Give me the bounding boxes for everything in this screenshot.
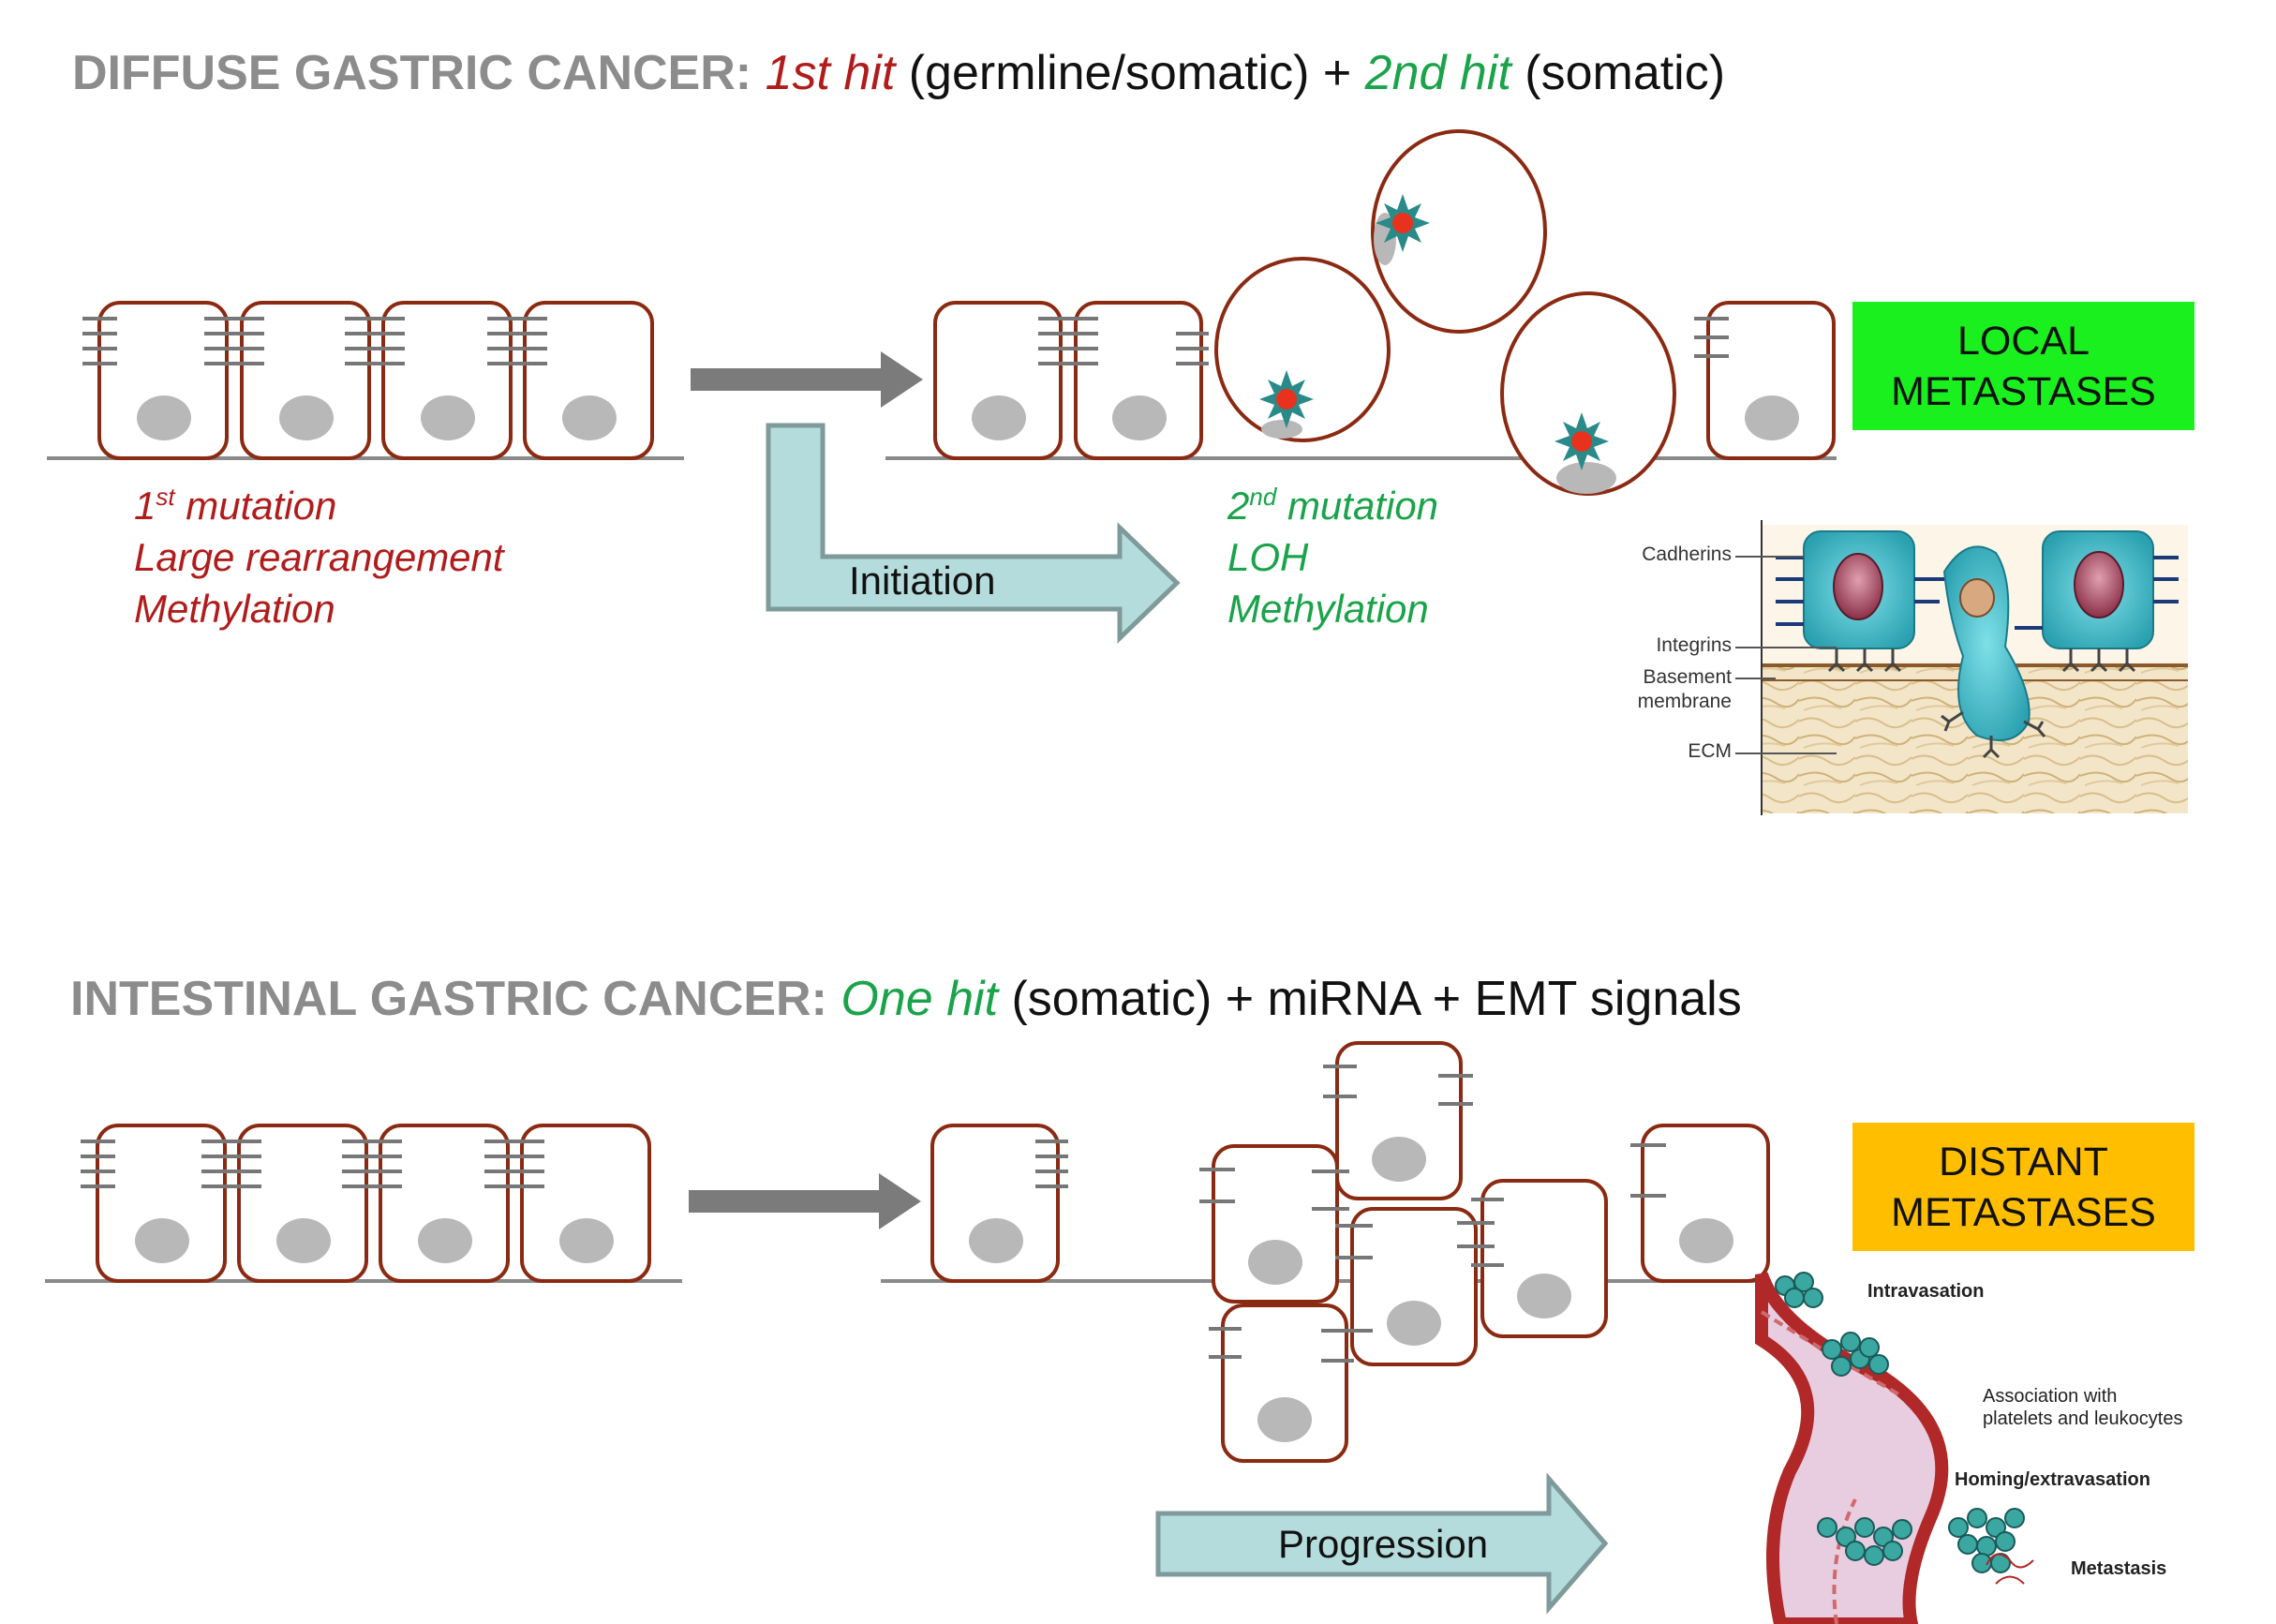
- label-association: Association with platelets and leukocyte…: [1983, 1385, 2182, 1430]
- detached-cell: [1371, 129, 1547, 334]
- second-mutation-num: 2: [1227, 484, 1250, 528]
- second-mutation-line2: LOH: [1227, 535, 1309, 579]
- second-mutation-line1: 2nd mutation: [1227, 471, 1438, 531]
- detached-cell: [1214, 257, 1391, 442]
- initiation-label: Initiation: [849, 559, 996, 603]
- first-mutation-line3: Methylation: [134, 587, 335, 631]
- normal-cell: [1641, 1124, 1770, 1283]
- local-metastases-badge: LOCAL METASTASES: [1852, 302, 2194, 430]
- cell-junctions: [82, 317, 547, 365]
- tumor-cell: [1221, 1304, 1348, 1463]
- first-mutation-sup: st: [156, 483, 175, 511]
- label-integrins: Integrins: [1656, 634, 1732, 656]
- diffuse-title-mid: (germline/somatic) +: [895, 46, 1365, 100]
- diffuse-title-lead: DIFFUSE GASTRIC CANCER:: [72, 46, 752, 100]
- label-intravasation: Intravasation: [1867, 1281, 1985, 1302]
- first-mutation-num: 1: [134, 484, 156, 528]
- cell-junctions: [1630, 1143, 1666, 1198]
- distant-badge-line2: METASTASES: [1891, 1189, 2156, 1235]
- normal-cell: [97, 301, 229, 460]
- normal-cell: [523, 301, 654, 460]
- tumor-cell: [1480, 1179, 1608, 1338]
- cell-junctions: [1035, 1140, 1068, 1188]
- second-mutation-list: 2nd mutation LOH Methylation: [1227, 471, 1438, 634]
- first-mutation-rest: mutation: [174, 484, 337, 528]
- cell-junctions: [1038, 317, 1729, 365]
- label-association-line2: platelets and leukocytes: [1983, 1408, 2183, 1429]
- local-badge-line1: LOCAL: [1956, 318, 2090, 364]
- normal-cell: [930, 1124, 1060, 1283]
- first-mutation-list: 1st mutation Large rearrangement Methyla…: [134, 471, 504, 634]
- progression-arrow: [1155, 1472, 1609, 1615]
- grey-arrow: [689, 1173, 921, 1229]
- initiation-arrow: [766, 423, 1181, 644]
- progression-label: Progression: [1278, 1522, 1489, 1566]
- diffuse-title-hit2: 2nd hit: [1364, 46, 1511, 100]
- distant-badge-line1: DISTANT: [1939, 1139, 2108, 1184]
- intestinal-title-rest: (somatic) + miRNA + EMT signals: [998, 972, 1742, 1026]
- local-badge-line2: METASTASES: [1891, 368, 2156, 414]
- second-mutation-rest: mutation: [1276, 484, 1439, 528]
- label-metastasis: Metastasis: [2071, 1558, 2167, 1579]
- normal-cell: [379, 1124, 510, 1283]
- distant-metastases-badge: DISTANT METASTASES: [1852, 1123, 2194, 1251]
- normal-cell: [520, 1124, 651, 1283]
- intestinal-section: [45, 1041, 2034, 1624]
- tumor-cluster: [1199, 1041, 1608, 1463]
- vessel-inset: [1755, 1272, 2034, 1624]
- diffuse-title: DIFFUSE GASTRIC CANCER: 1st hit (germlin…: [72, 45, 1725, 101]
- tumor-cell: [1335, 1041, 1463, 1200]
- grey-arrow: [691, 351, 923, 408]
- label-association-line1: Association with: [1983, 1386, 2118, 1407]
- first-mutation-line2: Large rearrangement: [134, 535, 504, 579]
- normal-cell: [933, 301, 1063, 460]
- normal-cell: [240, 301, 371, 460]
- label-homing: Homing/extravasation: [1955, 1469, 2150, 1490]
- intestinal-title-hit: One hit: [840, 972, 999, 1026]
- normal-cell: [381, 301, 513, 460]
- second-mutation-line3: Methylation: [1227, 587, 1429, 631]
- diffuse-title-end: (somatic): [1510, 46, 1726, 100]
- normal-cell: [237, 1124, 368, 1283]
- adhesion-inset: [1735, 520, 2188, 815]
- intestinal-title-lead: INTESTINAL GASTRIC CANCER:: [70, 972, 827, 1026]
- detached-cell: [1500, 291, 1676, 496]
- diffuse-title-hit1: 1st hit: [765, 46, 896, 100]
- normal-cell: [1074, 301, 1203, 460]
- label-basement: Basement membrane: [1612, 665, 1732, 714]
- cell-junctions: [81, 1140, 544, 1188]
- normal-cell: [1706, 301, 1836, 460]
- label-ecm: ECM: [1688, 740, 1732, 762]
- label-basement-line2: membrane: [1637, 691, 1732, 712]
- second-mutation-sup: nd: [1249, 483, 1277, 511]
- diffuse-section: [47, 129, 2188, 815]
- label-cadherins: Cadherins: [1642, 544, 1732, 565]
- label-basement-line1: Basement: [1643, 666, 1732, 688]
- intestinal-title: INTESTINAL GASTRIC CANCER: One hit (soma…: [70, 971, 1742, 1027]
- tumor-cell: [1350, 1207, 1478, 1366]
- normal-cell: [96, 1124, 227, 1283]
- first-mutation-line1: 1st mutation: [134, 471, 504, 531]
